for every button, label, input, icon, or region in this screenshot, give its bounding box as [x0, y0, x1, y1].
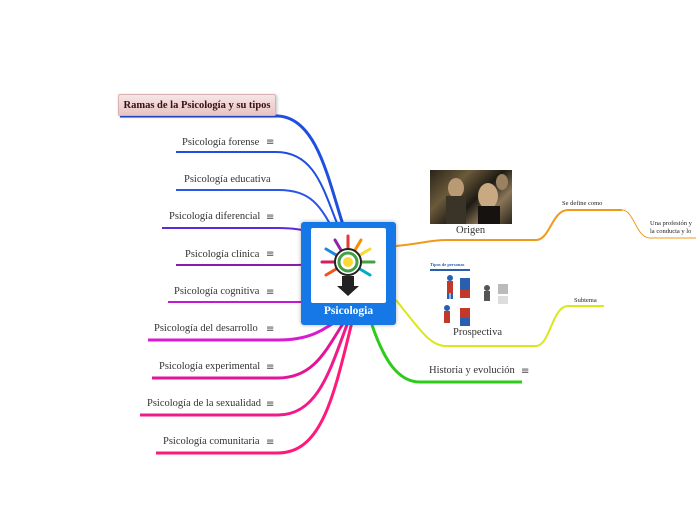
- central-label: Psicologia: [323, 305, 374, 317]
- menu-icon[interactable]: ≡: [266, 399, 275, 410]
- connector-historia: [370, 324, 522, 384]
- definition-line-1[interactable]: Una profesión y: [650, 220, 692, 227]
- root-title[interactable]: Ramas de la Psicología y su tipos: [118, 94, 276, 116]
- branch-diferencial[interactable]: Psicología diferencial: [169, 211, 260, 222]
- connector-experimental: [152, 321, 346, 380]
- branch-label: Psicología clínica: [185, 249, 260, 260]
- branch-label: Psicología de la sexualidad: [147, 398, 262, 409]
- origin-photo: [430, 170, 512, 224]
- menu-icon[interactable]: ≡: [521, 366, 530, 377]
- menu-icon[interactable]: ≡: [266, 212, 275, 223]
- subtema-label[interactable]: Subtema: [574, 297, 597, 304]
- node-historia[interactable]: Historia y evolución: [429, 365, 515, 376]
- definition-line-2[interactable]: la conducta y lo: [650, 228, 692, 235]
- connector-comunitaria: [156, 321, 354, 455]
- node-prospectiva[interactable]: Prospectiva: [453, 327, 502, 338]
- branch-label: Psicología forense: [182, 137, 260, 148]
- connector-root-title: [120, 114, 350, 241]
- branch-desarrollo[interactable]: Psicología del desarrollo: [154, 323, 258, 334]
- central-node[interactable]: Psicologia: [301, 222, 396, 325]
- menu-icon[interactable]: ≡: [266, 362, 275, 373]
- prospective-infographic: Tipos de personas: [428, 262, 526, 330]
- connector-origen: [395, 209, 622, 247]
- connector-prospectiva: [395, 299, 604, 347]
- branch-label: Psicología experimental: [159, 361, 261, 372]
- branch-forense[interactable]: Psicología forense: [182, 137, 259, 148]
- branch-cognitiva[interactable]: Psicología cognitiva: [174, 286, 259, 297]
- branch-label: Psicología diferencial: [169, 211, 261, 222]
- connector-sexualidad: [140, 321, 350, 417]
- branch-comunitaria[interactable]: Psicología comunitaria: [163, 436, 260, 447]
- branch-educativa[interactable]: Psicología educativa: [184, 174, 271, 185]
- node-origen[interactable]: Origen: [456, 225, 485, 236]
- head-gears-icon: [311, 228, 386, 303]
- menu-icon[interactable]: ≡: [266, 437, 275, 448]
- infographic-heading: Tipos de personas: [430, 262, 465, 267]
- branch-sexualidad[interactable]: Psicología de la sexualidad: [147, 398, 261, 409]
- branch-label: Psicología comunitaria: [163, 436, 260, 447]
- branch-label: Psicología educativa: [184, 174, 271, 185]
- menu-icon[interactable]: ≡: [266, 324, 275, 335]
- branch-clinica[interactable]: Psicología clínica: [185, 249, 259, 260]
- root-title-label: Ramas de la Psicología y su tipos: [123, 99, 271, 111]
- node-origen-label: Origen: [456, 225, 486, 236]
- menu-icon[interactable]: ≡: [266, 287, 275, 298]
- menu-icon[interactable]: ≡: [266, 137, 275, 148]
- connector-definition: [621, 209, 696, 239]
- node-prospectiva-label: Prospectiva: [453, 327, 502, 338]
- menu-icon[interactable]: ≡: [266, 249, 275, 260]
- se-define-label[interactable]: Se define como: [562, 200, 603, 207]
- branch-label: Psicología cognitiva: [174, 286, 260, 297]
- branch-label: Psicología del desarrollo: [154, 323, 258, 334]
- node-historia-label: Historia y evolución: [429, 365, 515, 376]
- branch-experimental[interactable]: Psicología experimental: [159, 361, 260, 372]
